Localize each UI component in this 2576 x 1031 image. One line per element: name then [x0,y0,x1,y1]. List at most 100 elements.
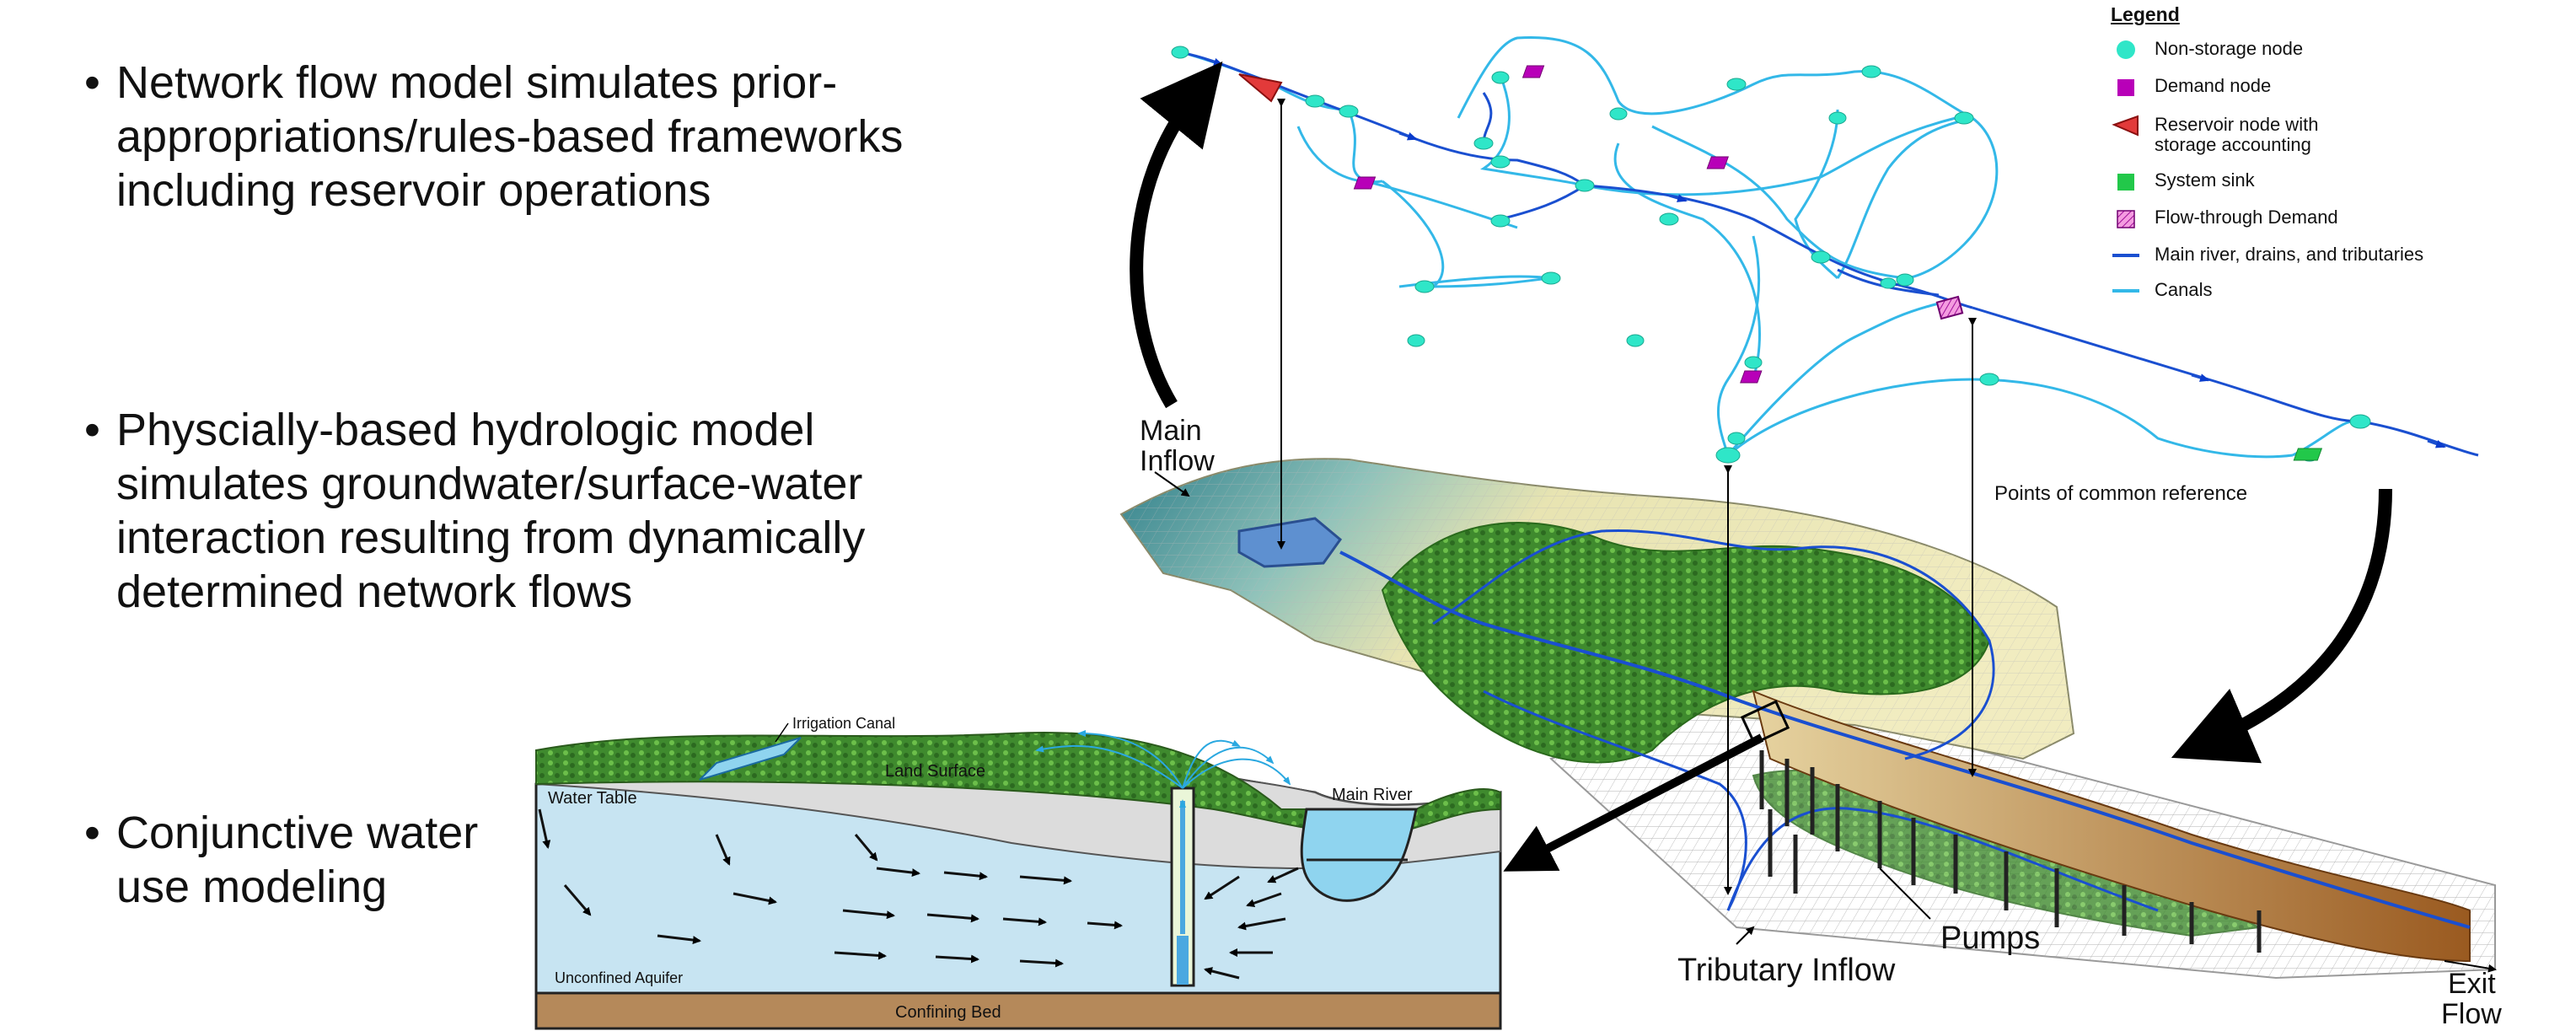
terrain-model [1119,458,2496,980]
canal [1716,235,1761,456]
bullet-conjunctive-use: • Conjunctive water use modeling [84,806,478,914]
flow-arrow [1668,194,1688,202]
node [1575,179,1595,192]
spray-arc [1182,746,1275,789]
node [1861,65,1881,78]
canal [1836,116,1973,279]
gw-arrow [876,867,920,878]
bullet-hydrologic-model: • Physcially-based hydrologic model simu… [84,403,865,619]
node [1659,212,1679,226]
bullet-dot: • [84,405,100,455]
node [1339,105,1359,118]
demand-node [1706,156,1729,169]
demand-node [1740,370,1763,384]
node [2349,414,2371,429]
gw-arrow [842,909,895,920]
confining-bed-label: Confining Bed [895,1003,1001,1022]
legend-title: Legend [2111,3,2180,25]
canal [1296,126,1383,184]
bullet-line: appropriations/rules-based frameworks [116,111,904,162]
pumps-label: Pumps [1940,921,2041,956]
legend-item-main-river: Main river, drains, and tributaries [2099,241,2554,270]
groundwater-flow-arrows [538,808,1299,980]
bullet-line: use modeling [116,862,388,912]
main-river-line [1339,550,2471,929]
blue-line-icon [2112,254,2139,257]
magenta-square-icon [2117,79,2134,96]
river-segment [1500,184,1586,221]
legend: Legend Non-storage node Demand node Rese… [2099,0,2554,320]
canal [1794,109,1839,280]
node [1626,334,1645,347]
node [1473,137,1494,150]
pumps-group [1759,750,2262,953]
sprinkler-arcs [1035,730,1291,789]
main-inflow-label-2: Inflow [1140,445,1215,477]
tributary-inflow-label: Tributary Inflow [1677,953,1896,988]
tributary-line [1432,529,1995,760]
flow-arrow [2191,373,2210,382]
legend-item-non-storage: Non-storage node [2099,35,2554,64]
canal-leader [775,722,789,743]
legend-label: Main river, drains, and tributaries [2155,244,2424,265]
canal [1347,109,1518,229]
gw-arrow [715,834,731,866]
bullet-line: determined network flows [116,567,633,617]
gw-arrow [854,834,878,862]
tributary-line [1483,690,1747,911]
canal [1651,125,1906,280]
gw-arrow [1019,875,1072,885]
gw-arrow [1019,959,1064,968]
gw-arrow [733,892,777,905]
legend-label-line: Reservoir node with [2155,114,2319,135]
node [1171,46,1189,59]
node [1541,271,1561,285]
red-triangle-icon [2112,115,2139,137]
node [1715,447,1741,464]
canal [1727,378,2294,459]
bullet-line: Network flow model simulates prior- [116,57,838,108]
node [1414,280,1435,293]
flow-through-demand-node [1935,295,1964,320]
spray-arc [1182,758,1291,789]
node [1954,111,1974,125]
node [1726,78,1747,91]
river-segment [1972,306,2479,457]
confining-bed [534,991,1502,1030]
main-river-label: Main River [1332,786,1413,804]
river-segment [1482,92,1493,144]
hatched-square-icon [2117,210,2135,228]
bullet-network-flow: • Network flow model simulates prior- ap… [84,56,903,217]
green-square-icon [2117,174,2134,191]
river-segment [1179,51,1586,187]
node [1811,250,1831,264]
node [1896,273,1914,287]
node [1979,373,1999,386]
legend-label: Canals [2155,279,2213,300]
node [1491,71,1510,84]
legend-label: Flow-through Demand [2155,207,2338,228]
gw-arrow [563,884,592,916]
unconfined-aquifer-label: Unconfined Aquifer [555,969,684,986]
legend-label: Demand node [2155,75,2272,96]
reservoir-node [1238,73,1283,103]
curved-arrow-up [1130,61,1223,409]
land-surface-label: Land Surface [885,762,985,781]
irrigated-area-upper [1381,522,1991,764]
flow-arrow [2427,439,2446,448]
river-segment [1584,184,1973,309]
node [1490,214,1511,228]
irrigation-canal-label: Irrigation Canal [792,715,896,732]
flow-arrow [1398,132,1418,141]
node [1490,155,1511,169]
cross-section-locator [1740,700,1790,745]
node [1744,356,1763,369]
legend-item-reservoir: Reservoir node with storage accounting [2099,111,2554,158]
main-inflow-label-1: Main [1140,415,1202,447]
spray-arc [1182,739,1241,789]
main-river-channel [1300,808,1418,902]
bullet-dot: • [84,57,100,108]
spray-arc [1077,730,1183,789]
gw-arrow [1087,921,1123,930]
